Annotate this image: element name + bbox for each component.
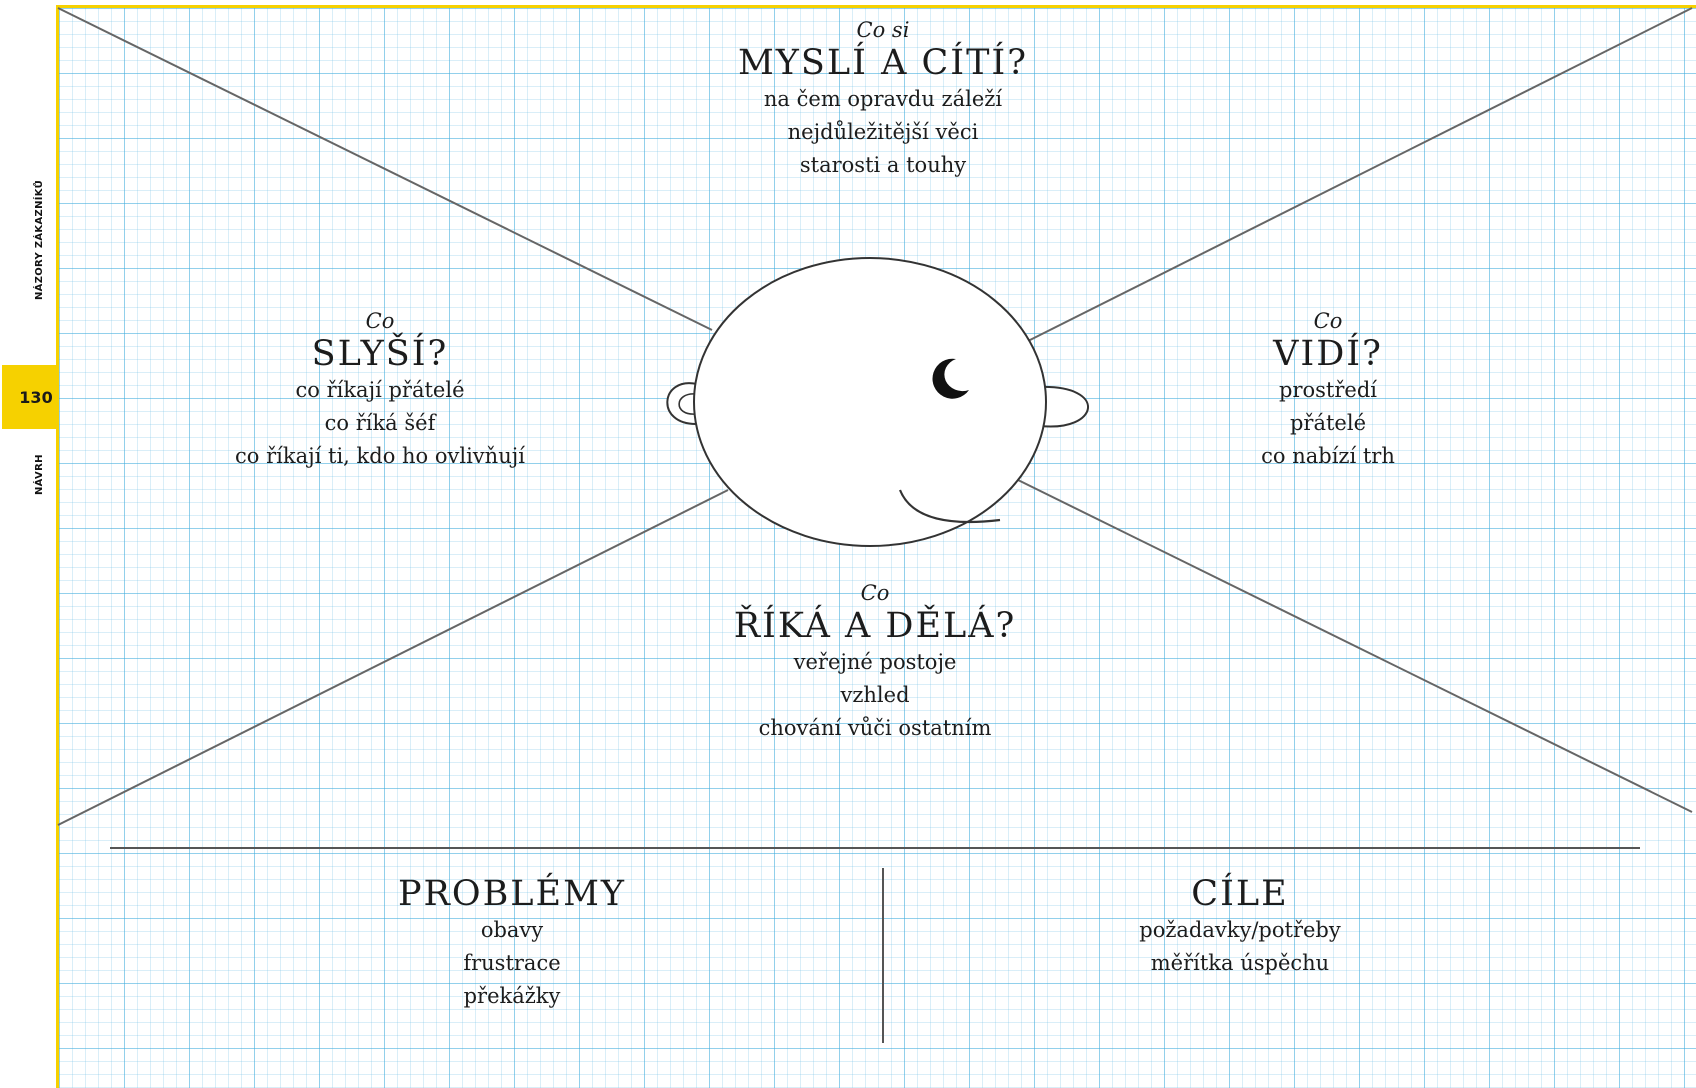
sees-heading: VIDÍ? <box>1178 334 1478 374</box>
says-does-section: Co ŘÍKÁ A DĚLÁ? veřejné postoje vzhled c… <box>640 580 1110 745</box>
hears-prefix: Co <box>200 308 560 334</box>
pains-item: frustrace <box>352 947 672 980</box>
hears-section: Co SLYŠÍ? co říkají přátelé co říká šéf … <box>200 308 560 473</box>
pains-item: obavy <box>352 914 672 947</box>
sees-item: přátelé <box>1178 407 1478 440</box>
thinks-feels-section: Co si MYSLÍ A CÍTÍ? na čem opravdu zálež… <box>620 17 1146 182</box>
hears-item: co říkají přátelé <box>200 374 560 407</box>
gains-heading: CÍLE <box>1090 874 1390 914</box>
thinks-feels-item: starosti a touhy <box>620 149 1146 182</box>
divider-top-left <box>58 8 712 330</box>
hears-item: co říkají ti, kdo ho ovlivňují <box>200 440 560 473</box>
sees-item: prostředí <box>1178 374 1478 407</box>
pains-item: překážky <box>352 980 672 1013</box>
says-does-item: veřejné postoje <box>640 646 1110 679</box>
gains-item: měřítka úspěchu <box>1090 947 1390 980</box>
sees-prefix: Co <box>1178 308 1478 334</box>
divider-bottom-right <box>1018 480 1692 812</box>
head-icon <box>667 258 1088 546</box>
pains-panel: PROBLÉMY obavy frustrace překážky <box>352 874 672 1013</box>
says-does-prefix: Co <box>640 580 1110 606</box>
hears-heading: SLYŠÍ? <box>200 334 560 374</box>
left-ear <box>667 383 697 424</box>
thinks-feels-item: na čem opravdu záleží <box>620 83 1146 116</box>
says-does-item: chování vůči ostatním <box>640 712 1110 745</box>
hears-item: co říká šéf <box>200 407 560 440</box>
thinks-feels-heading: MYSLÍ A CÍTÍ? <box>620 43 1146 83</box>
divider-bottom-left <box>58 490 728 825</box>
says-does-item: vzhled <box>640 679 1110 712</box>
gains-item: požadavky/potřeby <box>1090 914 1390 947</box>
says-does-heading: ŘÍKÁ A DĚLÁ? <box>640 606 1110 646</box>
head-circle <box>694 258 1046 546</box>
right-ear <box>1040 387 1088 427</box>
sees-item: co nabízí trh <box>1178 440 1478 473</box>
thinks-feels-item: nejdůležitější věci <box>620 116 1146 149</box>
thinks-feels-prefix: Co si <box>620 17 1146 43</box>
gains-panel: CÍLE požadavky/potřeby měřítka úspěchu <box>1090 874 1390 980</box>
sees-section: Co VIDÍ? prostředí přátelé co nabízí trh <box>1178 308 1478 473</box>
pains-heading: PROBLÉMY <box>352 874 672 914</box>
